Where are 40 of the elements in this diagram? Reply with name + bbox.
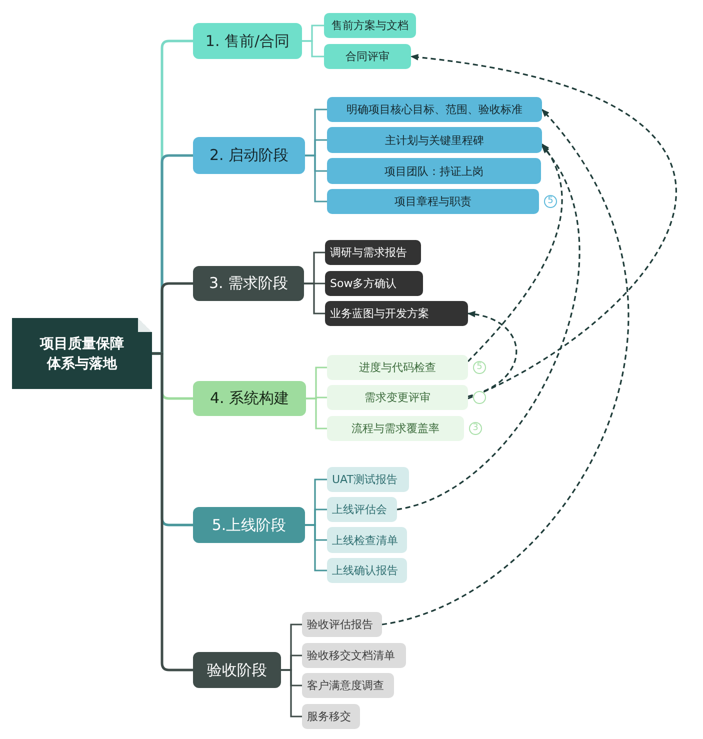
subtopic: 上线确认报告 — [327, 558, 407, 583]
count-marker: 5 — [473, 361, 486, 374]
relation-arrow — [467, 311, 518, 398]
subtopic: 客户满意度调查 — [302, 673, 394, 698]
phase-topic: 5.上线阶段 — [193, 507, 305, 543]
subtopic: 上线检查清单 — [327, 527, 407, 553]
count-marker: 3 — [469, 422, 482, 435]
phase-topic: 2. 启动阶段 — [193, 137, 305, 174]
phase-topic: 3. 需求阶段 — [193, 266, 304, 301]
count-marker: 5 — [544, 195, 557, 208]
subtopic: 验收移交文档清单 — [302, 643, 406, 668]
subtopic: 业务蓝图与开发方案 — [325, 301, 468, 326]
subtopic: 进度与代码检查 — [327, 355, 468, 380]
subtopic: 需求变更评审 — [327, 385, 468, 410]
branch-line — [304, 282, 325, 314]
relation-arrow — [410, 54, 676, 400]
branch-line — [152, 352, 193, 672]
subtopic: 合同评审 — [324, 44, 411, 69]
subtopic: 主计划与关键里程碑 — [327, 127, 542, 153]
subtopic: 上线评估会 — [327, 497, 397, 522]
subtopic: 明确项目核心目标、范围、验收标准 — [327, 97, 542, 122]
branch-line — [281, 669, 302, 718]
subtopic: UAT测试报告 — [327, 467, 409, 492]
subtopic: 流程与需求覆盖率 — [327, 416, 464, 441]
branch-line — [306, 398, 327, 430]
subtopic: Sow多方确认 — [325, 271, 423, 296]
relation-arrow — [467, 143, 562, 362]
relation-arrow — [396, 145, 580, 510]
phase-topic: 验收阶段 — [193, 652, 281, 688]
subtopic: 项目章程与职责 — [327, 189, 539, 214]
central-topic: 项目质量保障体系与落地 — [12, 318, 152, 389]
branch-line — [302, 40, 324, 58]
subtopic: 项目团队：持证上岗 — [327, 158, 541, 184]
phase-topic: 4. 系统构建 — [193, 381, 306, 416]
phase-topic: 1. 售前/合同 — [193, 23, 302, 59]
subtopic: 服务移交 — [302, 704, 360, 729]
subtopic: 售前方案与文档 — [324, 13, 416, 38]
relation-arrow — [382, 108, 629, 626]
subtopic: 验收评估报告 — [302, 612, 382, 637]
subtopic: 调研与需求报告 — [325, 240, 421, 265]
